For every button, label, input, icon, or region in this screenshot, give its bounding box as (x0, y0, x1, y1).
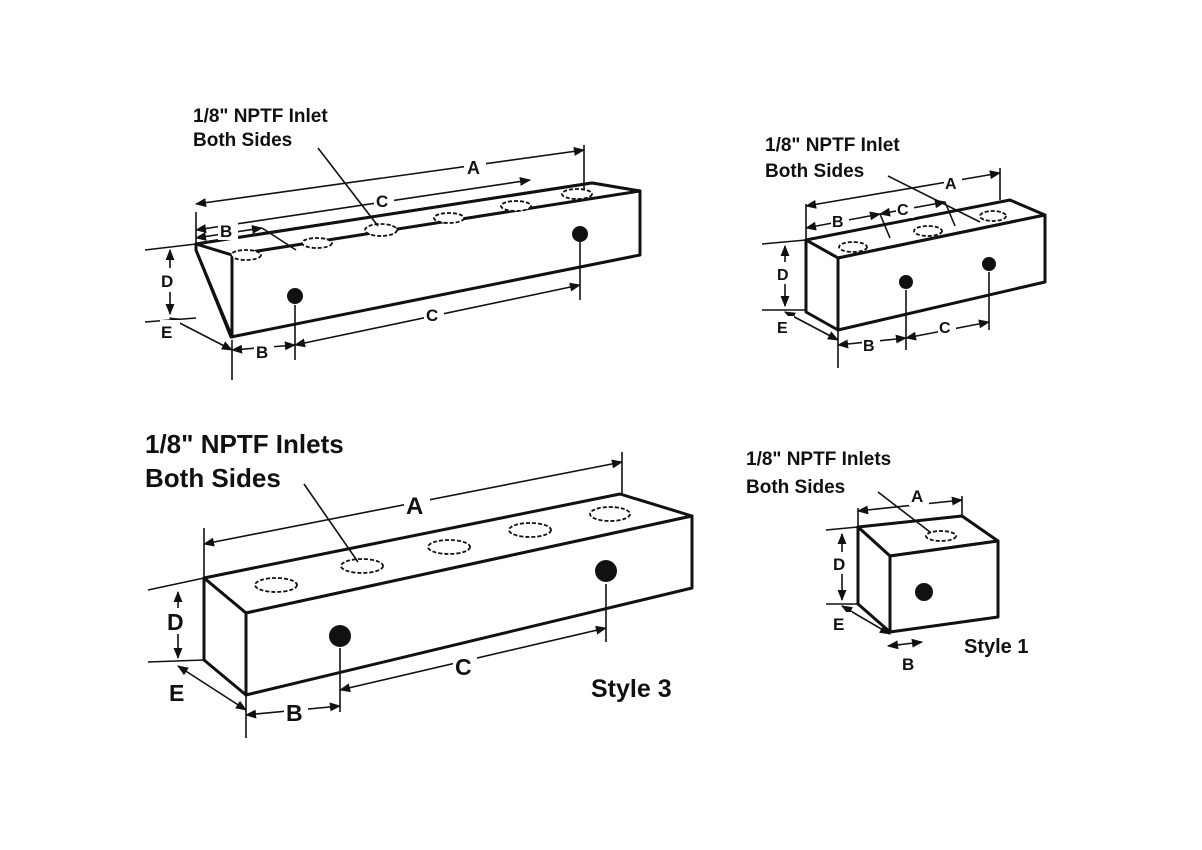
dim-label-d: D (777, 267, 789, 284)
dim-label-c: C (897, 202, 909, 219)
dim-label-e: E (169, 680, 184, 706)
top-hole (589, 506, 631, 522)
top-hole (433, 212, 465, 224)
dim-label-d: D (167, 609, 184, 635)
dim-label-b: B (286, 700, 303, 726)
callout-leader (317, 147, 379, 227)
style-label: Style 1 (964, 636, 1028, 658)
dim-label-b: B (902, 655, 914, 674)
style-label: Style 3 (591, 675, 672, 703)
top-hole (340, 558, 384, 574)
callout-line-1: 1/8" NPTF Inlet (193, 106, 328, 127)
top-hole (427, 539, 471, 555)
callout-line-1: 1/8" NPTF Inlets (746, 449, 891, 470)
dim-label-e: E (161, 323, 172, 342)
dim-label-b: B (832, 214, 844, 231)
dim-label-a: A (467, 158, 480, 178)
top-hole (500, 200, 532, 212)
top-hole (838, 241, 868, 253)
dim-label-e: E (833, 615, 844, 634)
callout-leader (877, 491, 931, 533)
callout-line-1: 1/8" NPTF Inlet (765, 135, 900, 156)
top-hole (979, 210, 1007, 222)
bottom-right-front-face (888, 539, 1000, 634)
dim-label-a: A (911, 487, 923, 506)
bottom-right-block: 1/8" NPTF Inlets Both Sides A D E B Styl… (746, 449, 1028, 674)
dim-label-c: C (376, 192, 388, 211)
top-right-top-holes (838, 210, 1007, 253)
dim-label-d: D (161, 272, 173, 291)
callout-leader (303, 483, 359, 563)
side-hole (595, 560, 617, 582)
bottom-left-block: 1/8" NPTF Inlets Both Sides A D E B C St… (145, 429, 694, 738)
top-hole (925, 530, 957, 542)
callout-line-2: Both Sides (145, 463, 281, 493)
side-hole (982, 257, 996, 271)
dim-label-c: C (455, 654, 472, 680)
callout-leader (887, 175, 981, 223)
top-hole (364, 223, 398, 237)
dim-label-c: C (939, 320, 951, 337)
dim-label-c: C (426, 306, 438, 325)
callout-line-1: 1/8" NPTF Inlets (145, 429, 344, 459)
callout-line-2: Both Sides (765, 161, 864, 182)
side-hole (329, 625, 351, 647)
callout-line-2: Both Sides (193, 130, 292, 151)
top-hole (301, 237, 333, 249)
top-left-side-face (194, 242, 234, 339)
side-hole (287, 288, 303, 304)
top-hole (561, 188, 593, 200)
dim-label-b: B (220, 222, 232, 241)
dim-label-a: A (945, 176, 957, 193)
top-left-top-face (194, 181, 642, 339)
top-hole (913, 225, 943, 237)
side-hole (915, 583, 933, 601)
top-right-block: 1/8" NPTF Inlet Both Sides A B C D E B C (761, 135, 1047, 368)
dim-label-b: B (863, 338, 875, 355)
side-hole (572, 226, 588, 242)
dim-label-e: E (777, 320, 788, 337)
top-hole (254, 577, 298, 593)
top-left-block: 1/8" NPTF Inlet Both Sides A C B D E B C (144, 106, 642, 380)
top-hole (230, 249, 262, 261)
callout-line-2: Both Sides (746, 477, 845, 498)
dim-label-b: B (256, 343, 268, 362)
dim-label-a: A (406, 493, 423, 520)
side-hole (899, 275, 913, 289)
dim-label-d: D (833, 555, 845, 574)
top-hole (508, 522, 552, 538)
